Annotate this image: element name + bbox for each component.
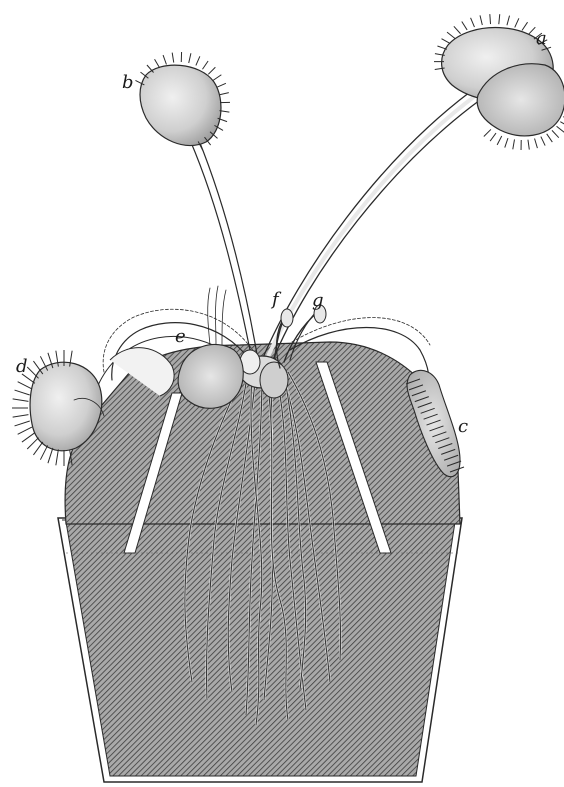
bristle (522, 22, 528, 30)
flower-pot (58, 518, 462, 782)
bristle (189, 53, 191, 63)
bristle (442, 39, 451, 44)
label-f: f (270, 289, 282, 310)
bristle (27, 367, 38, 378)
label-b: b (122, 72, 134, 93)
bristle (505, 138, 508, 147)
bristle (515, 18, 519, 27)
bristle (560, 122, 564, 127)
bristle (15, 421, 30, 426)
bristle (56, 449, 59, 465)
bristle (219, 93, 229, 95)
bristle (202, 61, 208, 69)
bristle (27, 438, 38, 449)
bristle (480, 15, 482, 25)
trap-b (135, 52, 230, 150)
bristle (541, 137, 545, 146)
bristle (13, 399, 29, 402)
bristle (13, 415, 29, 418)
bristle (163, 55, 166, 64)
bristle (499, 14, 500, 24)
bristle (15, 390, 30, 395)
label-g: g (312, 290, 324, 311)
bristle (557, 126, 564, 132)
bristle (22, 433, 35, 442)
label-d: d (16, 356, 28, 377)
bristle (528, 27, 535, 34)
bristle (484, 129, 491, 136)
bristle (40, 445, 47, 459)
bristle (196, 56, 200, 65)
bristle (18, 427, 32, 434)
bristle (33, 442, 42, 455)
bristle (552, 130, 559, 137)
bristle (18, 382, 32, 389)
bristle (155, 59, 160, 68)
bristle (172, 53, 174, 63)
bristle (217, 83, 226, 87)
bristle (528, 140, 529, 150)
bristle (471, 18, 475, 27)
label-c: c (458, 416, 468, 437)
label-a: a (536, 28, 547, 49)
bristle (513, 139, 515, 149)
bristle (490, 133, 496, 141)
bristle (547, 134, 553, 142)
bristle (462, 22, 467, 30)
bristle (447, 32, 455, 38)
bristle (535, 139, 538, 149)
label-e: e (175, 326, 186, 347)
bristle (454, 26, 461, 33)
bristle (507, 16, 510, 26)
bristle (490, 14, 491, 24)
bristle (213, 75, 221, 81)
bristle (48, 448, 53, 463)
bristle (497, 136, 502, 145)
bristle (208, 67, 215, 74)
